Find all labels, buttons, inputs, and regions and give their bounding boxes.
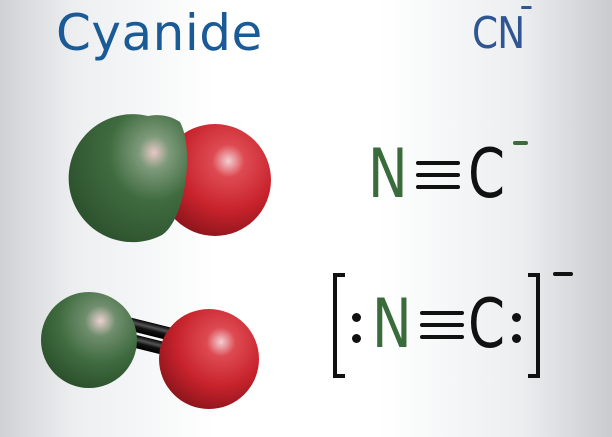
nitrogen-atom-ball <box>41 292 137 388</box>
carbon-symbol: C <box>468 135 506 214</box>
right-bracket <box>528 273 540 378</box>
triple-bond-icon <box>416 161 460 197</box>
negative-charge-icon <box>521 6 532 9</box>
ball-and-stick-model <box>41 292 259 409</box>
negative-charge-icon <box>513 141 528 145</box>
formula-text: CN <box>472 8 525 59</box>
nitrogen-symbol: N <box>372 285 412 364</box>
nitrogen-symbol: N <box>368 135 408 214</box>
space-filling-model <box>68 114 271 243</box>
negative-charge-icon <box>553 272 573 276</box>
carbon-atom-ball <box>159 309 259 409</box>
nitrogen-atom-sphere <box>68 114 188 243</box>
lone-pair-dot <box>352 334 361 343</box>
triple-bond-icon <box>420 311 464 347</box>
page-title: Cyanide <box>56 4 263 62</box>
carbon-atom-sphere <box>159 124 271 236</box>
left-bracket <box>333 273 345 378</box>
chemical-formula: CN <box>472 6 532 59</box>
lone-pair-dot <box>352 313 361 322</box>
lone-pair-dot <box>512 313 521 322</box>
carbon-symbol: C <box>468 285 506 364</box>
lone-pair-dot <box>512 334 521 343</box>
